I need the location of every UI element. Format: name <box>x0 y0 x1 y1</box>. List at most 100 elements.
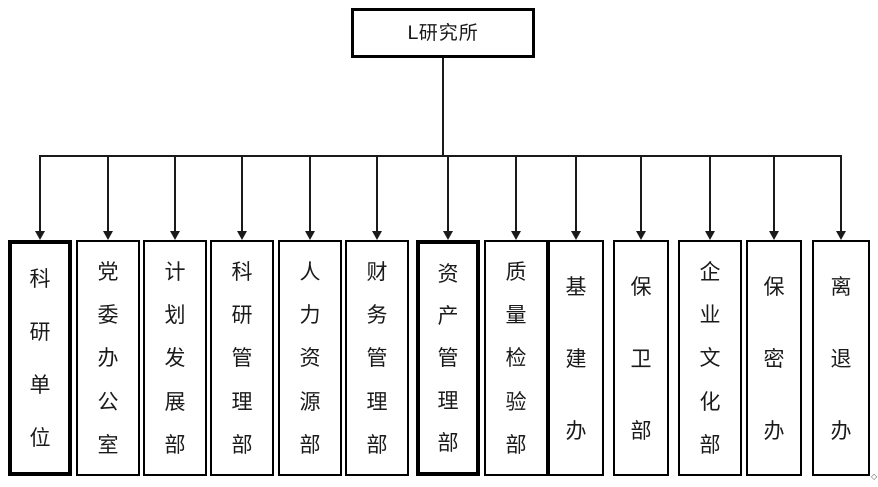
department-node[interactable]: 计划发展部 <box>143 240 207 476</box>
department-label-char: 理 <box>232 392 253 413</box>
connector-drop-line <box>575 155 577 232</box>
department-label-char: 单 <box>30 375 51 396</box>
department-label-char: 部 <box>700 435 721 456</box>
department-label-char: 部 <box>300 435 321 456</box>
org-root-label: L研究所 <box>407 24 479 43</box>
department-node[interactable]: 企业文化部 <box>678 240 742 476</box>
department-label-char: 源 <box>300 392 321 413</box>
department-label-char: 密 <box>764 349 785 370</box>
department-node[interactable]: 人力资源部 <box>278 240 342 476</box>
department-label-char: 资 <box>300 348 321 369</box>
department-label-char: 保 <box>764 277 785 298</box>
department-node[interactable]: 保密办 <box>746 240 802 476</box>
department-label-char: 部 <box>232 435 253 456</box>
department-label-char: 办 <box>98 348 119 369</box>
department-label-char: 管 <box>367 348 388 369</box>
connector-arrowhead <box>35 231 45 240</box>
department-label-char: 验 <box>506 392 527 413</box>
connector-arrowhead <box>769 231 779 240</box>
department-label-char: 务 <box>367 305 388 326</box>
connector-root-stem <box>442 58 444 155</box>
department-label-char: 位 <box>30 428 51 449</box>
department-label-char: 办 <box>831 421 852 442</box>
org-root-node[interactable]: L研究所 <box>351 8 535 58</box>
connector-arrowhead <box>511 231 521 240</box>
department-label-char: 发 <box>165 348 186 369</box>
department-label-char: 管 <box>232 348 253 369</box>
department-label-char: 计 <box>165 262 186 283</box>
department-label-char: 卫 <box>631 349 652 370</box>
department-label-char: 产 <box>438 306 459 327</box>
connector-drop-line <box>640 155 642 232</box>
department-label-char: 财 <box>367 262 388 283</box>
connector-arrowhead <box>237 231 247 240</box>
department-label-char: 研 <box>232 305 253 326</box>
connector-arrowhead <box>836 231 846 240</box>
connector-arrowhead <box>103 231 113 240</box>
department-label-char: 文 <box>700 348 721 369</box>
department-node[interactable]: 科研单位 <box>8 240 72 476</box>
connector-drop-line <box>241 155 243 232</box>
department-node[interactable]: 质量检验部 <box>484 240 548 476</box>
department-label-char: 管 <box>438 348 459 369</box>
department-label-char: 科 <box>30 269 51 290</box>
connector-arrowhead <box>571 231 581 240</box>
department-label-char: 部 <box>631 421 652 442</box>
connector-drop-line <box>107 155 109 232</box>
department-label-char: 部 <box>367 435 388 456</box>
department-label-char: 办 <box>764 421 785 442</box>
department-label-char: 基 <box>566 277 587 298</box>
connector-drop-line <box>709 155 711 232</box>
department-node[interactable]: 财务管理部 <box>345 240 409 476</box>
connector-drop-line <box>174 155 176 232</box>
department-node[interactable]: 保卫部 <box>613 240 669 476</box>
department-node[interactable]: 党委办公室 <box>76 240 140 476</box>
department-label-char: 质 <box>506 262 527 283</box>
department-label-char: 公 <box>98 392 119 413</box>
corner-tick-mark: ◇ <box>871 474 876 479</box>
department-node[interactable]: 资产管理部 <box>416 240 480 476</box>
connector-drop-line <box>447 155 449 232</box>
connector-arrowhead <box>305 231 315 240</box>
connector-drop-line <box>515 155 517 232</box>
connector-arrowhead <box>636 231 646 240</box>
department-label-char: 党 <box>98 262 119 283</box>
department-label-char: 企 <box>700 262 721 283</box>
department-node[interactable]: 离退办 <box>812 240 870 476</box>
department-label-char: 退 <box>831 349 852 370</box>
department-label-char: 室 <box>98 435 119 456</box>
connector-arrowhead <box>372 231 382 240</box>
department-label-char: 离 <box>831 277 852 298</box>
connector-drop-line <box>376 155 378 232</box>
department-node[interactable]: 科研管理部 <box>210 240 274 476</box>
department-label-char: 部 <box>506 435 527 456</box>
department-label-char: 建 <box>566 349 587 370</box>
department-label-char: 展 <box>165 392 186 413</box>
connector-horizontal-bus <box>40 155 841 157</box>
department-node[interactable]: 基建办 <box>548 240 604 476</box>
department-label-char: 办 <box>566 421 587 442</box>
department-label-char: 划 <box>165 305 186 326</box>
department-label-char: 保 <box>631 277 652 298</box>
connector-arrowhead <box>705 231 715 240</box>
department-label-char: 检 <box>506 348 527 369</box>
connector-drop-line <box>773 155 775 232</box>
department-label-char: 业 <box>700 305 721 326</box>
department-label-char: 化 <box>700 392 721 413</box>
department-label-char: 科 <box>232 262 253 283</box>
department-label-char: 理 <box>367 392 388 413</box>
department-label-char: 部 <box>438 433 459 454</box>
department-label-char: 人 <box>300 262 321 283</box>
connector-drop-line <box>309 155 311 232</box>
department-label-char: 部 <box>165 435 186 456</box>
department-label-char: 资 <box>438 264 459 285</box>
connector-arrowhead <box>443 231 453 240</box>
connector-drop-line <box>840 155 842 232</box>
connector-drop-line <box>39 155 41 232</box>
department-label-char: 委 <box>98 305 119 326</box>
department-label-char: 研 <box>30 322 51 343</box>
department-label-char: 力 <box>300 305 321 326</box>
department-label-char: 理 <box>438 391 459 412</box>
connector-arrowhead <box>170 231 180 240</box>
